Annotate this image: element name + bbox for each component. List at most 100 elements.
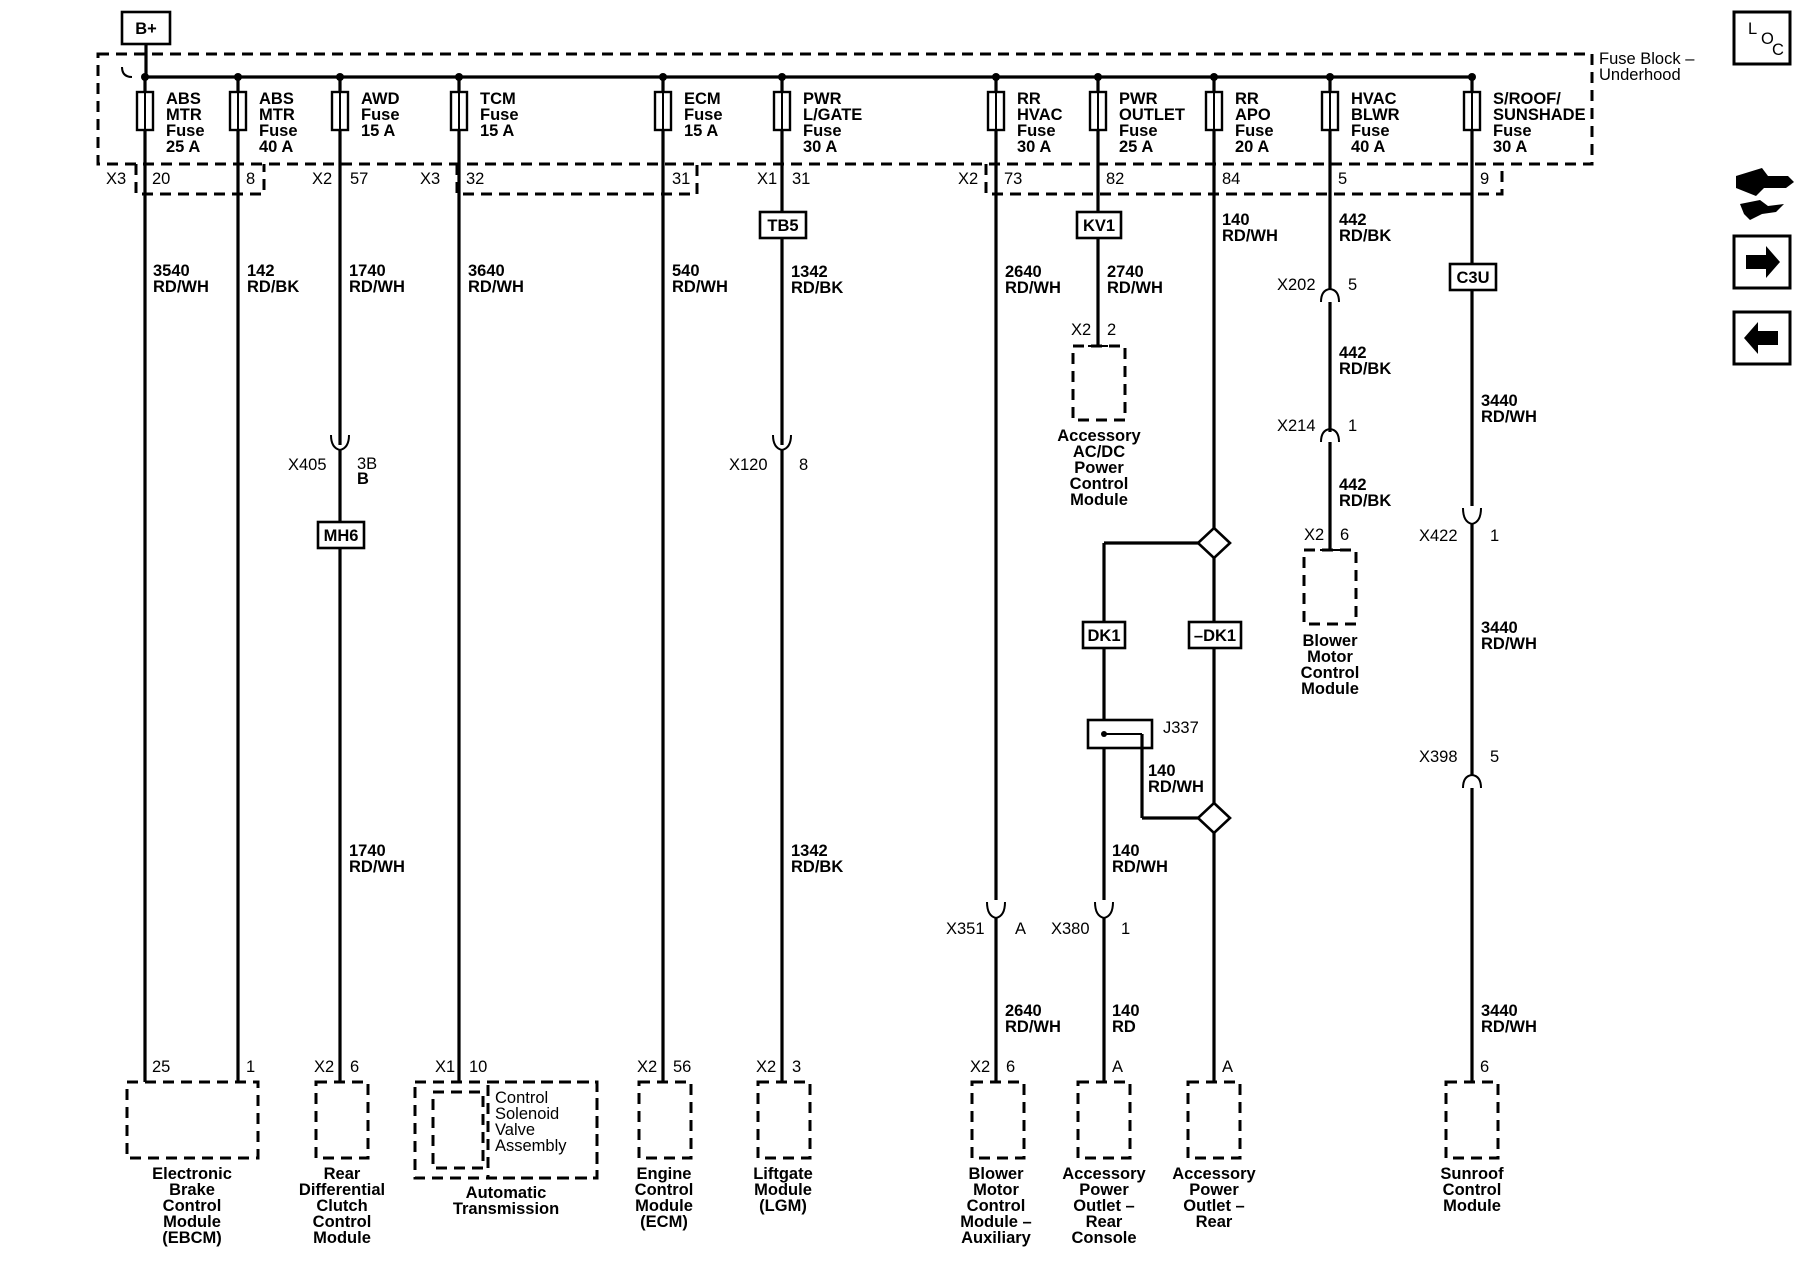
solenoid-valve-box (486, 1080, 599, 1180)
svg-text:(ECM): (ECM) (640, 1213, 688, 1231)
wire-2640-color: RD/WH (1005, 279, 1061, 297)
svg-text:Outlet –: Outlet – (1183, 1197, 1244, 1215)
blower-aux-pin: 6 (1006, 1058, 1015, 1076)
fuse-7-label-3: 25 A (1119, 138, 1153, 156)
connector-x2-bracket (984, 164, 1504, 196)
fuse-9-label-3: 40 A (1351, 138, 1385, 156)
fuse-4-label-0: ECM (684, 90, 721, 108)
fuse-7-label-1: OUTLET (1119, 106, 1185, 124)
wire-442-mid-circuit: 442 (1339, 344, 1367, 362)
wire-140-color: RD/WH (1222, 227, 1278, 245)
next-page-button[interactable] (1732, 234, 1792, 290)
fuse-2-label-2: 15 A (361, 122, 395, 140)
svg-text:Assembly: Assembly (495, 1137, 567, 1155)
wire-140-rd-color: RD (1112, 1018, 1136, 1036)
wire-1740-lower-circuit: 1740 (349, 842, 386, 860)
sunroof-box (1444, 1080, 1500, 1160)
svg-text:Auxiliary: Auxiliary (961, 1229, 1032, 1247)
conn-label-x3-a: X3 (106, 170, 126, 188)
fuse-6-label-0: RR (1017, 90, 1041, 108)
conn-label-x1: X1 (757, 170, 777, 188)
wire-3440-mid-color: RD/WH (1481, 635, 1537, 653)
x405-pin-b: B (357, 470, 369, 488)
x398-label: X398 (1419, 748, 1458, 766)
arrow-right-icon (1746, 246, 1780, 278)
solenoid-label: Control Solenoid Valve Assembly (495, 1089, 567, 1155)
ecm-conn: X2 (637, 1058, 657, 1076)
conn-label-x2-b: X2 (958, 170, 978, 188)
pin-20: 20 (152, 170, 170, 188)
rear-diff-label: Rear Differential Clutch Control Module (299, 1165, 385, 1247)
fuse-1-label-2: Fuse (259, 122, 298, 140)
x202-pin: 5 (1348, 276, 1357, 294)
previous-page-button[interactable] (1732, 310, 1792, 366)
pin-57: 57 (350, 170, 368, 188)
ecm-box (637, 1080, 693, 1160)
wire-3440-mid-circuit: 3440 (1481, 619, 1518, 637)
wire-1740-lower-color: RD/WH (349, 858, 405, 876)
wire-140-j337-circuit: 140 (1148, 762, 1176, 780)
fuse-0-label-2: Fuse (166, 122, 205, 140)
back-and-forth-icon[interactable] (1736, 168, 1794, 220)
svg-text:Sunroof: Sunroof (1440, 1165, 1504, 1183)
svg-text:Engine: Engine (636, 1165, 691, 1183)
wire-3440-lower-color: RD/WH (1481, 1018, 1537, 1036)
pin-31b: 31 (792, 170, 810, 188)
ebcm-label: Electronic Brake Control Module (EBCM) (152, 1165, 232, 1247)
svg-text:Console: Console (1071, 1229, 1136, 1247)
svg-text:Differential: Differential (299, 1181, 385, 1199)
wire-1740-color: RD/WH (349, 278, 405, 296)
fuse-1-label-0: ABS (259, 90, 294, 108)
fuse-8-label-0: RR (1235, 90, 1259, 108)
fuse-2-label-1: Fuse (361, 106, 400, 124)
wire-442-circuit: 442 (1339, 211, 1367, 229)
svg-text:Outlet –: Outlet – (1073, 1197, 1134, 1215)
rear-diff-conn: X2 (314, 1058, 334, 1076)
fuse-8-label-3: 20 A (1235, 138, 1269, 156)
svg-text:O: O (1761, 30, 1774, 48)
x351-pin: A (1015, 920, 1026, 938)
blower-aux-conn: X2 (970, 1058, 990, 1076)
blower-module-label: Blower Motor Control Module (1301, 632, 1360, 698)
conn-label-x2-a: X2 (312, 170, 332, 188)
loc-button[interactable]: L O C (1732, 10, 1792, 66)
wire-140-circuit: 140 (1222, 211, 1250, 229)
pin-31a: 31 (672, 170, 690, 188)
fuse-6-label-1: HVAC (1017, 106, 1063, 124)
apo-console-box (1076, 1080, 1132, 1160)
connector-x422 (1462, 507, 1482, 526)
splice-tag-c3u (1448, 262, 1498, 292)
svg-text:(EBCM): (EBCM) (162, 1229, 222, 1247)
fuse-7-label-2: Fuse (1119, 122, 1158, 140)
splice-diamond-lower (1196, 801, 1232, 835)
svg-text:Clutch: Clutch (316, 1197, 367, 1215)
fuse-4-label-1: Fuse (684, 106, 723, 124)
svg-text:Solenoid: Solenoid (495, 1105, 559, 1123)
svg-text:Blower: Blower (1302, 632, 1358, 650)
rear-diff-box (314, 1080, 370, 1160)
svg-text:AC/DC: AC/DC (1073, 443, 1125, 461)
fuse-2-label-0: AWD (361, 90, 400, 108)
x398-pin: 5 (1490, 748, 1499, 766)
connector-x202 (1320, 287, 1340, 303)
wire-140-rd-circuit: 140 (1112, 1002, 1140, 1020)
svg-text:Rear: Rear (1196, 1213, 1233, 1231)
splice-tag-kv1 (1075, 210, 1123, 240)
svg-text:Module: Module (1070, 491, 1128, 509)
ecm-pin: 56 (673, 1058, 691, 1076)
acdc-pin: 2 (1107, 321, 1116, 339)
apo-rear-pin: A (1222, 1058, 1233, 1076)
wire-2640-circuit: 2640 (1005, 263, 1042, 281)
ebcm-pin-1: 1 (246, 1058, 255, 1076)
svg-text:Control: Control (1070, 475, 1129, 493)
svg-text:Accessory: Accessory (1062, 1165, 1146, 1183)
fuse-block-outline (96, 52, 1594, 166)
pin-8: 8 (246, 170, 255, 188)
pin-73: 73 (1004, 170, 1022, 188)
